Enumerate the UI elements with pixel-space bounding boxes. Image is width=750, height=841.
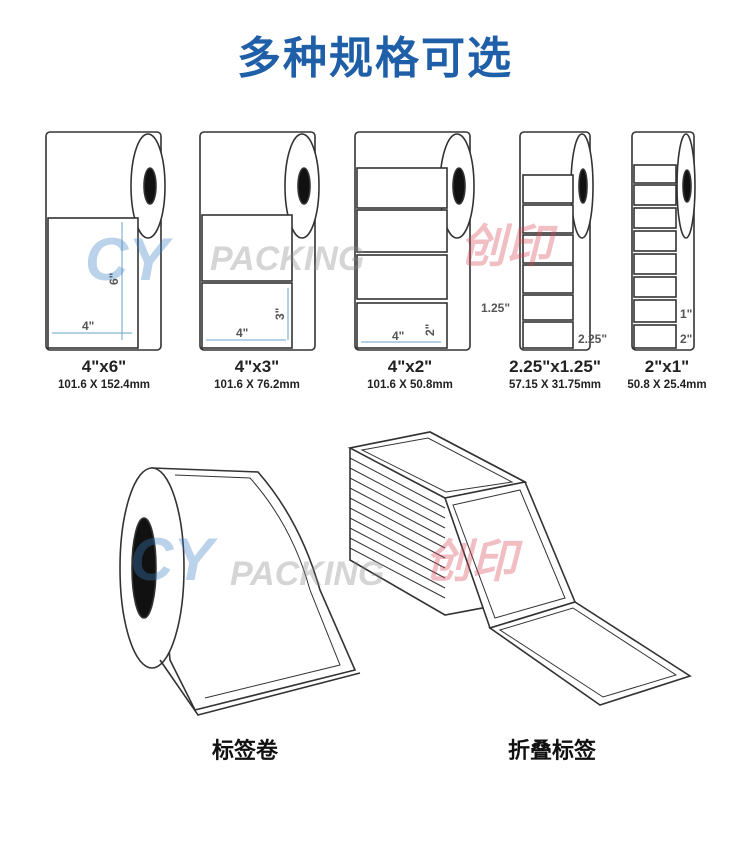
dim-width-2: 4" — [236, 326, 248, 340]
dim-width-1: 4" — [82, 319, 94, 333]
watermark-brand-2: PACKING — [230, 555, 385, 593]
size-mm-2.25x1.25: 57.15 X 31.75mm — [508, 379, 602, 391]
dim-width-4: 2.25" — [578, 332, 607, 346]
roll-2.25x1.25-illustration — [519, 131, 594, 351]
dim-width-5: 2" — [680, 332, 692, 346]
size-mm-2x1: 50.8 X 25.4mm — [627, 379, 707, 391]
dim-height-2: 3" — [273, 308, 287, 320]
size-label-4x6: 4"x6" — [81, 357, 127, 376]
caption-label-roll: 标签卷 — [212, 739, 279, 764]
size-mm-4x2: 101.6 X 50.8mm — [367, 379, 453, 391]
watermark-cn-2: 创印 — [425, 535, 517, 587]
roll-4x2-illustration — [354, 131, 475, 351]
watermark-cn-1: 创印 — [460, 220, 552, 272]
size-label-2.25x1.25: 2.25"x1.25" — [509, 357, 601, 376]
caption-fanfold-label: 折叠标签 — [508, 739, 597, 764]
watermark-cy-1: CY — [85, 226, 169, 293]
roll-2x1-illustration — [631, 131, 696, 351]
dim-width-3: 4" — [392, 329, 404, 343]
roll-4x6-illustration — [45, 131, 166, 351]
roll-4x3-illustration — [199, 131, 320, 351]
size-label-4x2: 4"x2" — [387, 357, 433, 376]
watermark-cy-2: CY — [130, 526, 214, 593]
dim-height-5: 1" — [680, 307, 692, 321]
dim-height-4: 1.25" — [481, 301, 510, 315]
watermark-brand-1: PACKING — [210, 240, 365, 278]
size-mm-4x3: 101.6 X 76.2mm — [214, 379, 300, 391]
size-label-2x1: 2"x1" — [644, 357, 690, 376]
dim-height-1: 6" — [107, 273, 121, 285]
size-mm-4x6: 101.6 X 152.4mm — [57, 379, 151, 391]
label-roll-illustration — [119, 467, 361, 716]
fanfold-label-illustration — [347, 431, 692, 706]
page-title: 多种规格可选 — [237, 33, 513, 84]
size-label-4x3: 4"x3" — [234, 357, 280, 376]
dim-height-3: 2" — [423, 324, 437, 336]
